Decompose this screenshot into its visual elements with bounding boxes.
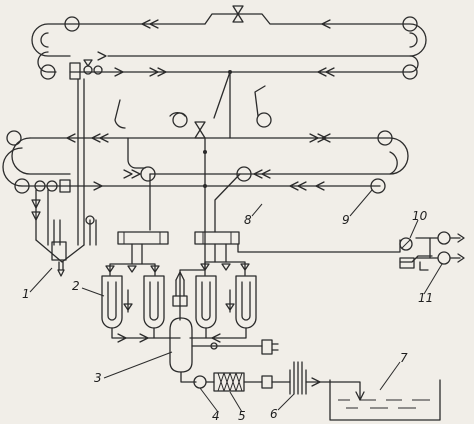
flow-arrow-icon (66, 133, 76, 143)
meter-icon (437, 251, 451, 265)
flow-arrow-icon (139, 333, 149, 343)
callout-5: 5 (238, 409, 246, 423)
callout-10: 10 (412, 209, 428, 223)
callout-3: 3 (94, 371, 102, 385)
flow-arrow-icon (457, 233, 465, 243)
flow-arrow-icon (253, 169, 263, 179)
valve-box (59, 179, 71, 193)
flow-arrow-icon (311, 377, 321, 387)
pulley-circle (370, 178, 386, 194)
flow-arrow-icon (315, 181, 325, 191)
flow-arrow-icon (317, 67, 327, 77)
flow-arrow-icon (97, 51, 107, 61)
dispenser-unit (31, 199, 97, 277)
callout-6: 6 (270, 407, 278, 421)
flow-arrow-icon (321, 133, 331, 143)
valve-icon (194, 121, 206, 131)
callout-9: 9 (342, 213, 350, 227)
valve-icon (240, 263, 250, 271)
valve-icon (221, 263, 231, 271)
callout-8: 8 (244, 213, 252, 227)
valve-icon (232, 13, 244, 23)
receiver-vessel (195, 275, 217, 329)
valve-icon (57, 269, 65, 277)
pulley-circle (64, 16, 80, 32)
valve-icon (83, 59, 93, 67)
pulley-circle (40, 64, 56, 80)
leader-lines (29, 189, 443, 413)
header-block-left (105, 231, 169, 276)
riser-pipes (35, 71, 272, 321)
pulley-circle (14, 178, 30, 194)
valve-icon (31, 199, 41, 209)
gauge-icon (399, 237, 413, 251)
valve-box (69, 62, 81, 80)
header-box (194, 231, 240, 245)
middle-loop (2, 121, 409, 194)
flow-arrow-icon (123, 169, 133, 179)
flow-arrow-icon (289, 181, 299, 191)
callout-4: 4 (212, 409, 220, 423)
valve-icon (200, 263, 210, 271)
reservoir (329, 379, 441, 421)
header-box (117, 231, 169, 245)
collector-tank (169, 317, 279, 383)
pulley-circle (377, 130, 393, 146)
valve-icon (194, 129, 206, 139)
receiver-vessel (235, 275, 257, 329)
valve-icon (127, 265, 137, 273)
flow-arrow-icon (317, 133, 327, 143)
small-tank (172, 295, 188, 307)
flow-arrow-icon (309, 133, 319, 143)
valve-icon (105, 265, 115, 273)
flow-arrow-icon (131, 169, 141, 179)
flow-arrow-icon (141, 19, 151, 29)
flow-arrow-icon (261, 169, 271, 179)
callout-2: 2 (72, 279, 80, 293)
flow-arrow-icon (149, 19, 159, 29)
pump-box (261, 339, 273, 355)
receiver-vessel (101, 275, 123, 329)
pulley-circle (6, 130, 22, 146)
flow-arrow-icon (321, 19, 331, 29)
valve-icon (150, 265, 160, 273)
flow-arrow-icon (157, 67, 167, 77)
callout-labels: 1 2 3 4 5 6 7 8 9 10 11 (22, 209, 433, 423)
pulley-circle (402, 16, 418, 32)
header-block-right (194, 231, 250, 276)
receiver-vessels (101, 271, 257, 343)
dispenser-box (51, 241, 67, 261)
callout-1: 1 (22, 287, 30, 301)
flow-arrow-icon (91, 133, 101, 143)
flow-arrow-icon (211, 333, 221, 343)
callout-11: 11 (418, 291, 433, 305)
flow-arrow-icon (114, 67, 124, 77)
valve-icon (31, 211, 41, 221)
receiver-vessel (143, 275, 165, 329)
valve-icon (232, 5, 244, 15)
valve-box (261, 375, 273, 389)
flow-arrow-icon (117, 333, 127, 343)
valve-icon (225, 303, 235, 311)
pulley-circle (402, 64, 418, 80)
pump-filter-line (193, 361, 365, 401)
flow-arrow-icon (93, 181, 103, 191)
meter-icon (437, 231, 451, 245)
flow-arrow-icon (297, 181, 307, 191)
flow-arrow-icon (99, 133, 109, 143)
top-loop (31, 5, 427, 80)
flow-arrow-icon (325, 67, 335, 77)
valve-box (399, 257, 415, 269)
valve-icon (123, 303, 133, 311)
instrument-cluster (237, 231, 465, 271)
flow-arrow-icon (457, 253, 465, 263)
flow-arrow-icon (149, 67, 159, 77)
callout-7: 7 (400, 351, 408, 365)
